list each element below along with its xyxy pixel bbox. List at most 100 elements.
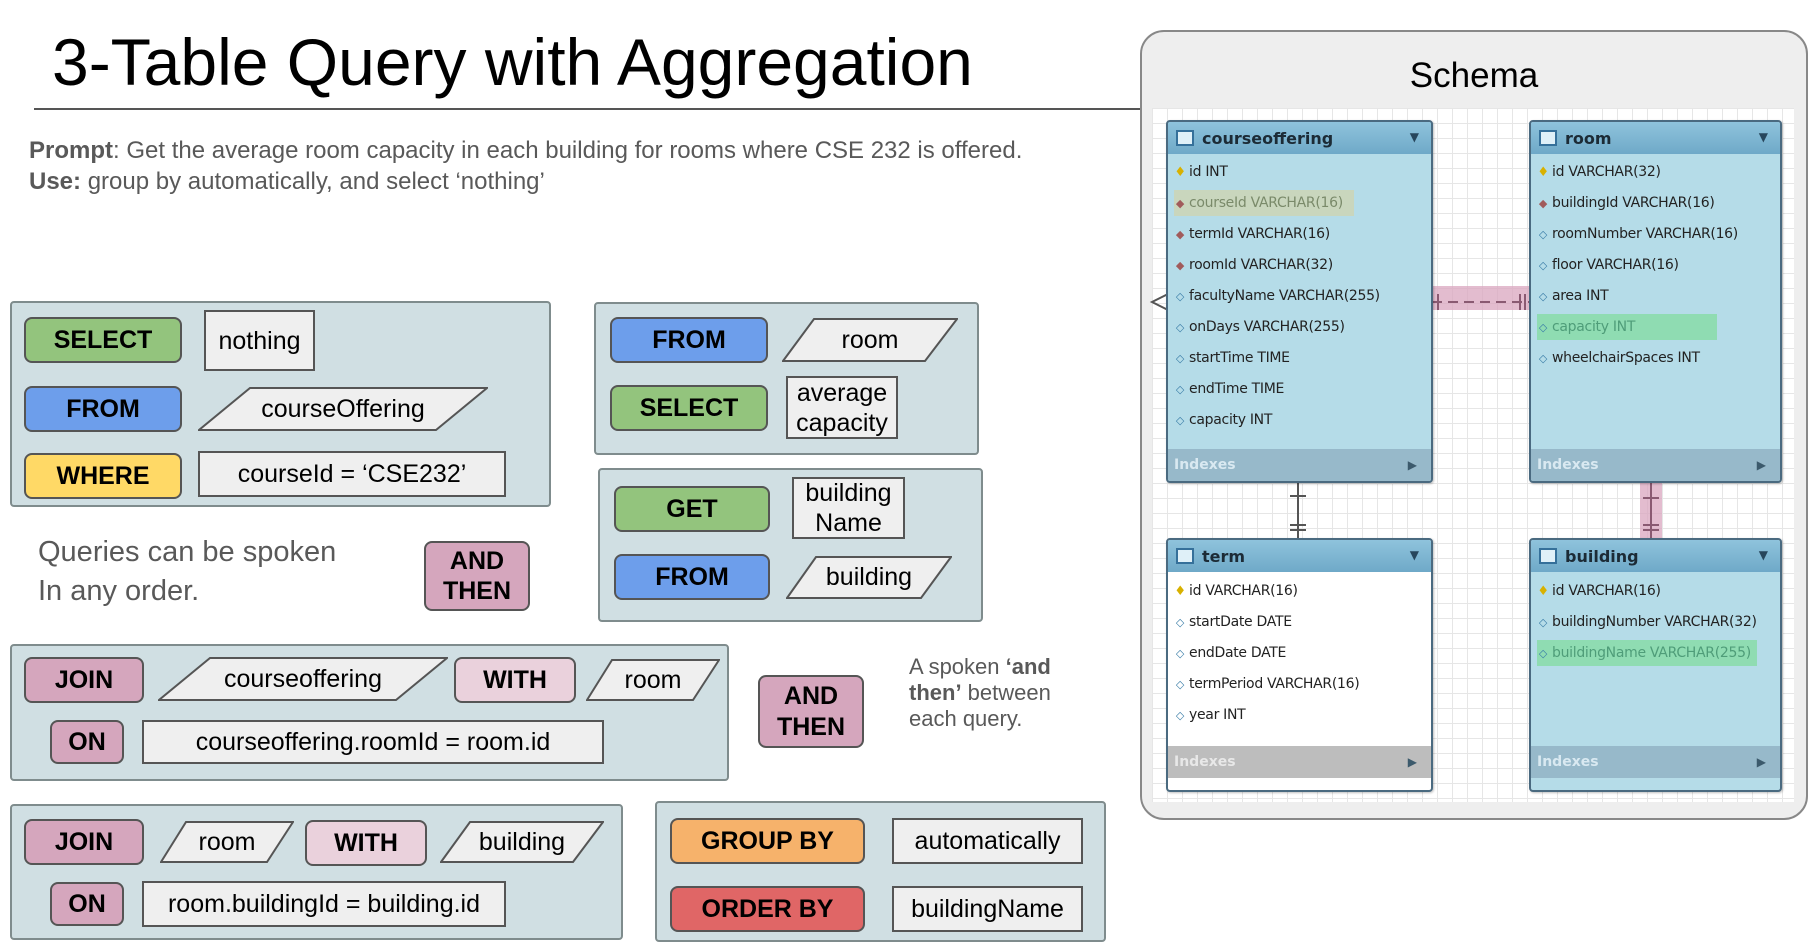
table-term[interactable]: term▼ ♦id VARCHAR(16) ◇startDate DATE ◇e… [1166,538,1433,792]
from-value[interactable]: courseOffering [198,387,488,431]
order-by-keyword[interactable]: ORDER BY [670,886,865,932]
table-name: term [1202,546,1246,566]
column-icon: ◇ [1538,646,1548,660]
table-indexes[interactable]: Indexes ▶ [1168,746,1431,778]
join-keyword-2[interactable]: JOIN [24,819,144,865]
column-text: courseId VARCHAR(16) [1189,195,1343,211]
table-indexes[interactable]: Indexes▶ [1531,746,1780,778]
column-row: ♦id VARCHAR(16) [1537,578,1661,604]
indexes-label: Indexes [1174,754,1236,770]
column-row: ◇endDate DATE [1174,640,1287,666]
join-condition-1[interactable]: courseoffering.roomId = room.id [142,720,604,764]
column-text: termPeriod VARCHAR(16) [1189,676,1360,692]
column-row: ◇buildingNumber VARCHAR(32) [1537,609,1757,635]
foreign-key-icon: ◆ [1538,196,1548,210]
column-row: ◆roomId VARCHAR(32) [1174,252,1333,278]
column-text: floor VARCHAR(16) [1552,257,1679,273]
parallelogram-shape [160,821,294,863]
title-divider [34,108,1140,110]
column-text: startTime TIME [1189,350,1290,366]
on-keyword-1[interactable]: ON [50,720,124,764]
where-value[interactable]: courseId = ‘CSE232’ [198,451,506,497]
select-value[interactable]: nothing [204,310,315,371]
column-row: ◇capacity INT [1174,407,1273,433]
expand-arrow-icon: ▶ [1407,458,1417,472]
join-left-table-1[interactable]: courseoffering [158,657,448,701]
select-value-2-line2: capacity [796,408,888,437]
join-right-table-2[interactable]: building [440,821,604,863]
column-row: ♦id INT [1174,159,1228,185]
parallelogram-shape [586,659,720,701]
column-row: ◇onDays VARCHAR(255) [1174,314,1345,340]
column-text: capacity INT [1189,412,1273,428]
column-icon: ◇ [1175,708,1185,722]
column-text: roomNumber VARCHAR(16) [1552,226,1738,242]
get-value[interactable]: building Name [792,477,905,539]
get-value-line2: Name [815,509,882,537]
order-note-line2: In any order. [38,575,200,607]
spoken-note: A spoken ‘and then’ between each query. [909,654,1099,732]
table-room[interactable]: room▼ ♦id VARCHAR(32) ◆buildingId VARCHA… [1529,120,1782,483]
join-right-table-1[interactable]: room [586,659,720,701]
join-left-table-2-text: room [198,827,256,856]
expand-arrow-icon: ▶ [1756,458,1766,472]
from-value-text: courseOffering [261,394,425,423]
column-row: ◇capacity INT [1537,314,1717,340]
and-then-1-line1: AND [449,547,505,575]
parallelogram-shape [786,556,952,599]
join-keyword-1[interactable]: JOIN [24,657,144,703]
foreign-key-icon: ◆ [1175,258,1185,272]
column-icon: ◇ [1538,320,1548,334]
collapse-arrow-icon[interactable]: ▼ [1758,548,1768,562]
column-text: area INT [1552,288,1609,304]
table-icon [1176,548,1194,564]
parallelogram-shape [440,821,604,863]
collapse-arrow-icon[interactable]: ▼ [1409,548,1419,562]
collapse-arrow-icon[interactable]: ▼ [1758,130,1768,144]
group-by-value[interactable]: automatically [892,818,1083,864]
table-courseoffering[interactable]: courseoffering▼ ♦id INT ◆courseId VARCHA… [1166,120,1433,483]
group-by-keyword[interactable]: GROUP BY [670,818,865,864]
parallelogram-shape [198,387,488,431]
join-left-table-2[interactable]: room [160,821,294,863]
column-row: ◇facultyName VARCHAR(255) [1174,283,1380,309]
column-row: ◇ area INT [1537,283,1609,309]
table-building[interactable]: building▼ ♦id VARCHAR(16) ◇buildingNumbe… [1529,538,1782,792]
column-text: wheelchairSpaces INT [1552,350,1700,366]
column-icon: ◇ [1538,227,1548,241]
select-value-2-line1: average [796,378,888,407]
column-icon: ◇ [1175,677,1185,691]
column-text: facultyName VARCHAR(255) [1189,288,1380,304]
from-keyword-2[interactable]: FROM [610,317,768,363]
where-keyword[interactable]: WHERE [24,453,182,499]
join-condition-2[interactable]: room.buildingId = building.id [142,881,506,927]
table-header: term ▼ [1168,540,1431,572]
collapse-arrow-icon[interactable]: ▼ [1409,130,1419,144]
column-text: id VARCHAR(16) [1552,583,1661,599]
from-value-2[interactable]: room [782,318,958,362]
select-keyword-2[interactable]: SELECT [610,385,768,431]
column-icon: ◇ [1538,258,1548,272]
column-row: ◇endTime TIME [1174,376,1284,402]
prompt-line: Prompt: Get the average room capacity in… [29,136,1022,166]
column-icon: ◇ [1538,615,1548,629]
column-icon: ◇ [1175,382,1185,396]
column-row: ♦id VARCHAR(16) [1174,578,1298,604]
on-keyword-2[interactable]: ON [50,882,124,926]
table-indexes[interactable]: Indexes▶ [1168,449,1431,481]
and-then-2-line1: AND [783,681,839,710]
with-keyword-2[interactable]: WITH [305,820,427,866]
select-keyword[interactable]: SELECT [24,317,182,363]
from-keyword[interactable]: FROM [24,386,182,432]
expand-arrow-icon: ▶ [1407,755,1417,769]
column-icon: ◇ [1538,289,1548,303]
order-by-value[interactable]: buildingName [892,886,1083,932]
get-keyword[interactable]: GET [614,486,770,532]
from-keyword-3[interactable]: FROM [614,554,770,600]
from-value-3[interactable]: building [786,556,952,599]
select-value-2[interactable]: average capacity [786,376,898,439]
prompt-text: : Get the average room capacity in each … [113,137,1023,164]
table-indexes[interactable]: Indexes▶ [1531,449,1780,481]
with-keyword-1[interactable]: WITH [454,657,576,703]
column-icon: ◇ [1175,646,1185,660]
